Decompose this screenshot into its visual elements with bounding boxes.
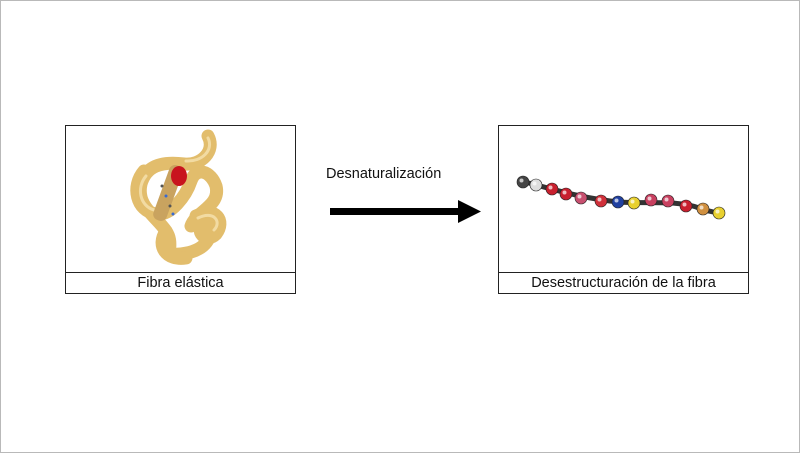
bead-highlight [647, 196, 652, 201]
unfolded-chain-image [499, 126, 748, 272]
bead-highlight [532, 181, 537, 186]
amino-acid-bead [712, 206, 726, 220]
elastic-fiber-caption: Fibra elástica [66, 272, 295, 293]
bead-highlight [630, 199, 635, 204]
amino-acid-bead [545, 182, 559, 196]
bead-highlight [548, 185, 553, 190]
folded-protein-image [66, 126, 295, 272]
amino-acid-bead [679, 199, 693, 213]
amino-acid-bead [644, 193, 658, 207]
amino-acid-bead [696, 202, 710, 216]
heme-group [171, 166, 187, 186]
denaturation-label: Desnaturalización [326, 166, 442, 182]
amino-acid-bead [574, 191, 588, 205]
bead-highlight [519, 178, 524, 183]
amino-acid-bead [516, 175, 530, 189]
bead-highlight [699, 205, 704, 210]
bead-highlight [715, 209, 720, 214]
unfolded-chain-illustration [516, 175, 726, 220]
amino-acid-bead [611, 195, 625, 209]
bead-highlight [682, 202, 687, 207]
amino-acid-bead [627, 196, 641, 210]
amino-acid-bead [594, 194, 608, 208]
amino-acid-bead [559, 187, 573, 201]
bead-highlight [577, 194, 582, 199]
destructured-fiber-panel: Desestructuración de la fibra [498, 125, 749, 294]
bead-highlight [597, 197, 602, 202]
bead-highlight [614, 198, 619, 203]
bead-highlight [562, 190, 567, 195]
arrow-icon [330, 200, 481, 223]
folded-protein-illustration [130, 129, 227, 265]
amino-acid-bead [661, 194, 675, 208]
destructured-fiber-caption: Desestructuración de la fibra [499, 272, 748, 293]
bead-highlight [664, 197, 669, 202]
elastic-fiber-panel: Fibra elástica [65, 125, 296, 294]
amino-acid-bead [529, 178, 543, 192]
residue-marks [160, 184, 175, 216]
